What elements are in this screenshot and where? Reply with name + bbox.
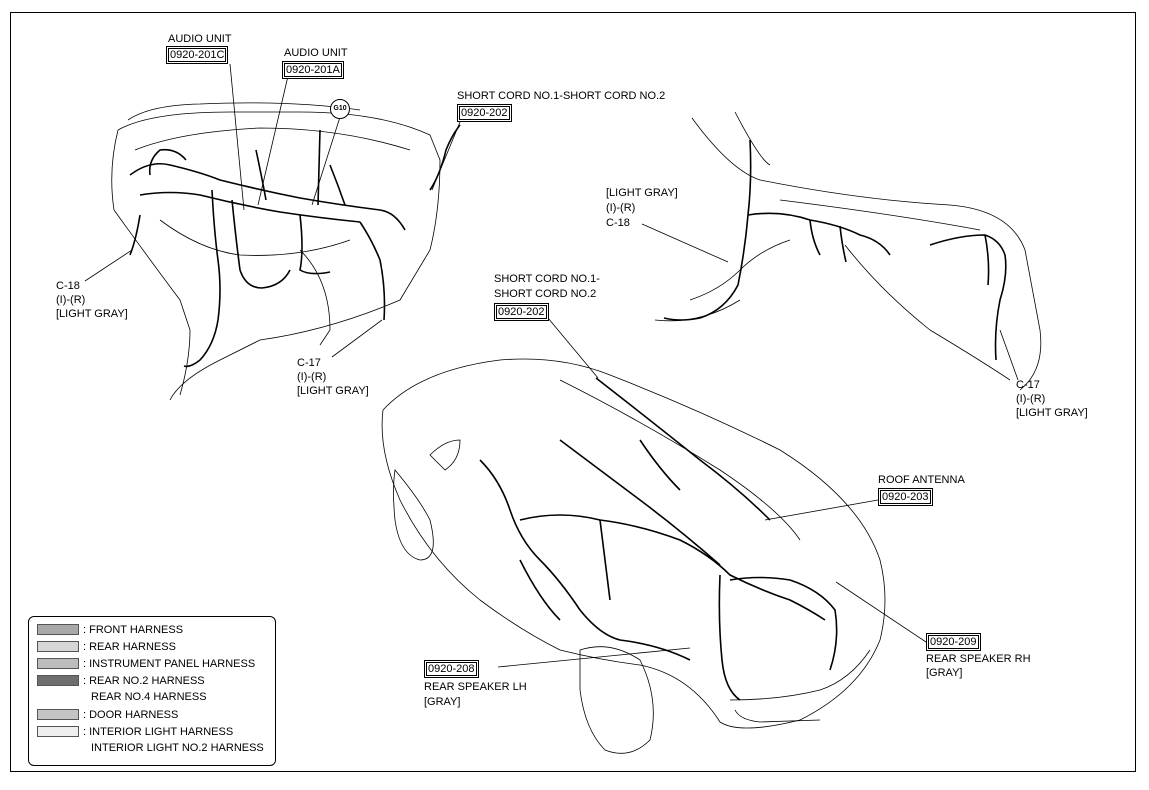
legend-front-text: : FRONT HARNESS: [83, 624, 184, 636]
legend-rear-no4-text: REAR NO.4 HARNESS: [91, 691, 207, 703]
rear-swatch: [37, 641, 79, 652]
legend-instrument-text: : INSTRUMENT PANEL HARNESS: [83, 658, 256, 670]
c18-left-range: (I)-(R): [56, 294, 86, 306]
roof-antenna-code: 0920-203: [878, 488, 933, 506]
c17-right-name: C-17: [1016, 379, 1040, 391]
legend-rear-no2-text: : REAR NO.2 HARNESS: [83, 675, 205, 687]
rear-harness-top-right: [663, 139, 1007, 361]
c17-right-color: [LIGHT GRAY]: [1016, 407, 1088, 419]
c18-left-color: [LIGHT GRAY]: [56, 308, 128, 320]
audio-unit-c-title: AUDIO UNIT: [168, 33, 232, 45]
c17-right-range: (I)-(R): [1016, 393, 1046, 405]
c17-left-range: (I)-(R): [297, 371, 327, 383]
short-cord-top-title: SHORT CORD NO.1-SHORT CORD NO.2: [457, 90, 666, 102]
rear-speaker-rh-color: [GRAY]: [926, 667, 963, 679]
diagram-frame: [10, 12, 1136, 772]
legend-interior-text: : INTERIOR LIGHT HARNESS: [83, 726, 234, 738]
short-cord-top-code: 0920-202: [457, 104, 512, 122]
audio-unit-a-code: 0920-201A: [282, 61, 344, 79]
door-swatch: [37, 709, 79, 720]
c18-right-name: C-18: [606, 217, 630, 229]
short-cord-mid-code: 0920-202: [494, 303, 549, 321]
c17-left-color: [LIGHT GRAY]: [297, 385, 369, 397]
audio-unit-a-title: AUDIO UNIT: [284, 47, 348, 59]
vehicle-outline: [381, 358, 886, 754]
instrument-panel-harness: [129, 124, 461, 368]
c17-left-name: C-17: [297, 357, 321, 369]
rear-speaker-rh-code: 0920-209: [926, 633, 981, 651]
harness-legend: : FRONT HARNESS : REAR HARNESS : INSTRUM…: [28, 616, 276, 766]
rear-no2-swatch: [37, 675, 79, 686]
audio-unit-c-code: 0920-201C: [166, 46, 229, 64]
rear-speaker-lh-title: REAR SPEAKER LH: [424, 681, 527, 693]
short-cord-mid-line1: SHORT CORD NO.1-: [494, 273, 600, 285]
rear-speaker-lh-color: [GRAY]: [424, 696, 461, 708]
legend-interior-no2-text: INTERIOR LIGHT NO.2 HARNESS: [91, 742, 264, 754]
rear-speaker-rh-title: REAR SPEAKER RH: [926, 653, 1031, 665]
rear-interior-outline: [654, 111, 1042, 391]
leader-lines-top-right: [641, 223, 1019, 381]
dashboard-outline: [111, 102, 441, 401]
front-swatch: [37, 624, 79, 635]
rear-speaker-lh-code: 0920-208: [424, 660, 479, 678]
legend-rear-text: : REAR HARNESS: [83, 641, 176, 653]
leader-lines-vehicle: [497, 317, 927, 668]
roof-antenna-title: ROOF ANTENNA: [878, 474, 965, 486]
legend-door-text: : DOOR HARNESS: [83, 709, 179, 721]
interior-swatch: [37, 726, 79, 737]
ground-g10-badge: G10: [330, 99, 350, 119]
vehicle-harness: [479, 377, 838, 701]
c18-right-range: (I)-(R): [606, 202, 636, 214]
c18-right-color: [LIGHT GRAY]: [606, 187, 678, 199]
c18-left-name: C-18: [56, 280, 80, 292]
short-cord-mid-line2: SHORT CORD NO.2: [494, 288, 597, 300]
instrument-swatch: [37, 658, 79, 669]
leader-lines-top-left: [84, 63, 461, 358]
line-art: [84, 63, 1042, 754]
